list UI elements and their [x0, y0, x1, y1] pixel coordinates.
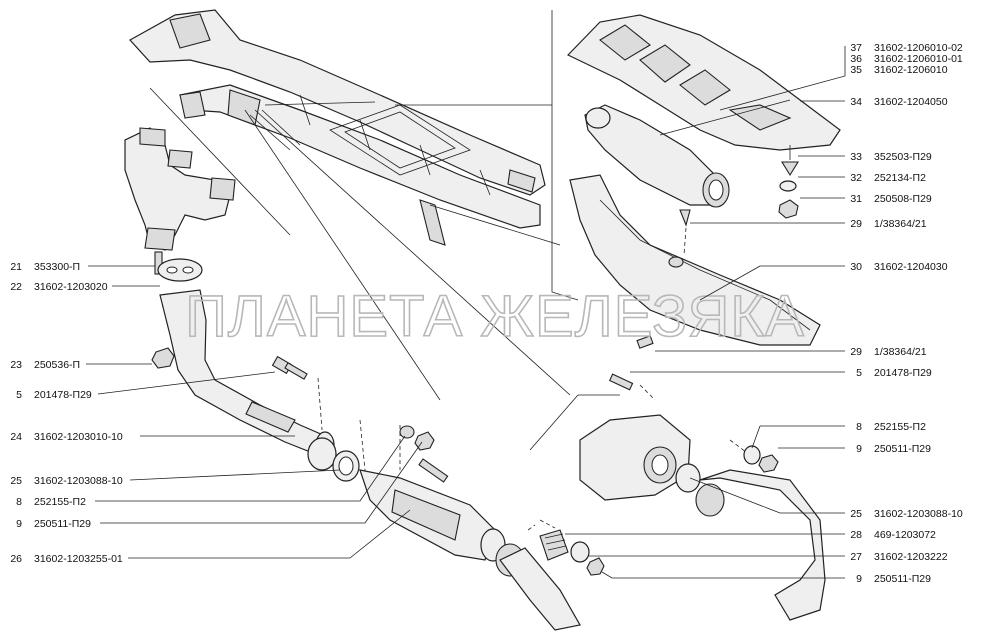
flange-gasket-left — [332, 425, 435, 482]
catalytic-converter-left-drawing — [359, 458, 525, 577]
callout-row: 26 31602-1203255-01 — [10, 509, 411, 565]
callout-code: 1/38364/21 — [874, 346, 927, 358]
callout-row: 25 31602-1203088-10 — [10, 469, 341, 487]
callout-code: 31602-1206010-01 — [874, 53, 963, 65]
callout-row: 30 31602-1204030 — [699, 261, 948, 301]
callout-code: 31602-1204050 — [874, 96, 948, 108]
callout-row: 33 352503-П29 — [798, 151, 932, 163]
callout-code: 250536-П — [34, 359, 80, 371]
callout-code: 31602-1206010-02 — [874, 42, 963, 54]
bolt-left — [271, 355, 308, 380]
callout-code: 31602-1203010-10 — [34, 431, 123, 443]
exhaust-downpipe-drawing — [159, 289, 337, 471]
callout-number: 36 — [850, 53, 862, 65]
callout-row: 8 252155-П2 — [751, 421, 926, 449]
callout-row: 5 201478-П29 — [16, 371, 276, 401]
callout-code: 250511-П29 — [34, 518, 91, 530]
catalytic-converter-right-drawing — [584, 104, 730, 208]
callout-row: 36 31602-1206010-01 — [850, 53, 963, 65]
callout-number: 33 — [850, 151, 862, 163]
callout-code: 31602-1203222 — [874, 551, 948, 563]
callout-code: 252155-П2 — [874, 421, 926, 433]
callout-code: 252155-П2 — [34, 496, 86, 508]
callout-code: 353300-П — [34, 261, 80, 273]
spring-washer-nut — [539, 529, 605, 576]
callout-row: 24 31602-1203010-10 — [10, 431, 295, 443]
callout-row: 27 31602-1203222 — [588, 551, 948, 563]
callout-number: 8 — [856, 421, 862, 433]
callout-code: 250508-П29 — [874, 193, 932, 205]
callout-code: 352503-П29 — [874, 151, 932, 163]
callout-number: 25 — [10, 475, 22, 487]
callout-row: 22 31602-1203020 — [10, 281, 160, 293]
callout-number: 37 — [850, 42, 862, 54]
callout-row: 32 252134-П2 — [798, 172, 926, 184]
callout-row: 25 31602-1203088-10 — [689, 477, 963, 520]
callout-row: 21 353300-П — [10, 261, 155, 273]
callout-code: 469-1203072 — [874, 529, 936, 541]
callout-number: 5 — [856, 367, 862, 379]
right-callouts: 37 31602-1206010-02 36 31602-1206010-01 … — [565, 42, 963, 585]
callout-number: 29 — [850, 218, 862, 230]
callout-code: 31602-1203088-10 — [874, 508, 963, 520]
muffler-drawing — [579, 373, 701, 501]
callout-number: 24 — [10, 431, 22, 443]
tail-pipe-drawing — [695, 469, 826, 621]
callout-number: 28 — [850, 529, 862, 541]
callout-number: 31 — [850, 193, 862, 205]
heat-shield-drawing — [566, 14, 841, 151]
callout-row: 37 31602-1206010-02 — [850, 42, 963, 54]
vehicle-frame-drawing — [129, 9, 571, 401]
callout-code: 31602-1203088-10 — [34, 475, 123, 487]
exhaust-manifold-drawing — [124, 127, 236, 251]
watermark-text: ПЛАНЕТА ЖЕЛЕЗЯКА — [185, 284, 805, 349]
washer-nut-right — [743, 445, 779, 473]
callout-code: 31602-1204030 — [874, 261, 948, 273]
callout-code: 31602-1203255-01 — [34, 553, 123, 565]
left-callouts: 21 353300-П 22 31602-1203020 23 250536-П… — [10, 261, 423, 565]
callout-code: 1/38364/21 — [874, 218, 927, 230]
callout-code: 31602-1203020 — [34, 281, 108, 293]
callout-number: 23 — [10, 359, 22, 371]
callout-row: 5 201478-П29 — [630, 367, 932, 379]
callout-code: 201478-П29 — [874, 367, 932, 379]
frame-divider-line — [395, 10, 620, 451]
callout-number: 26 — [10, 553, 22, 565]
callout-row: 8 252155-П2 — [16, 435, 406, 508]
callout-number: 9 — [856, 443, 862, 455]
manifold-stud-gasket-nut — [151, 251, 203, 369]
shield-fasteners — [778, 145, 799, 219]
callout-number: 29 — [850, 346, 862, 358]
callout-row: 29 1/38364/21 — [690, 218, 927, 230]
callout-row: 35 31602-1206010 — [850, 64, 947, 76]
callout-number: 9 — [856, 573, 862, 585]
callout-number: 5 — [16, 389, 22, 401]
callout-row: 29 1/38364/21 — [655, 346, 927, 358]
callout-number: 32 — [850, 172, 862, 184]
callout-code: 31602-1206010 — [874, 64, 948, 76]
callout-row: 23 250536-П — [10, 359, 152, 371]
callout-code: 250511-П29 — [874, 573, 931, 585]
callout-number: 30 — [850, 261, 862, 273]
callout-code: 250511-П29 — [874, 443, 931, 455]
callout-number: 8 — [16, 496, 22, 508]
callout-code: 201478-П29 — [34, 389, 92, 401]
callout-row: 9 250511-П29 — [601, 571, 931, 585]
callout-number: 21 — [10, 261, 22, 273]
callout-row: 34 31602-1204050 — [659, 96, 948, 136]
callout-number: 25 — [850, 508, 862, 520]
rear-pipe-left-drawing — [499, 547, 581, 631]
lower-heat-shield-drawing — [569, 174, 821, 349]
callout-row: 28 469-1203072 — [565, 529, 936, 541]
callout-row: 9 250511-П29 — [778, 443, 931, 455]
callout-number: 9 — [16, 518, 22, 530]
callout-row: 31 250508-П29 — [800, 193, 932, 205]
callout-code: 252134-П2 — [874, 172, 926, 184]
callout-number: 22 — [10, 281, 22, 293]
callout-row: 9 250511-П29 — [16, 441, 423, 530]
callout-number: 34 — [850, 96, 862, 108]
callout-number: 35 — [850, 64, 862, 76]
callout-number: 27 — [850, 551, 862, 563]
